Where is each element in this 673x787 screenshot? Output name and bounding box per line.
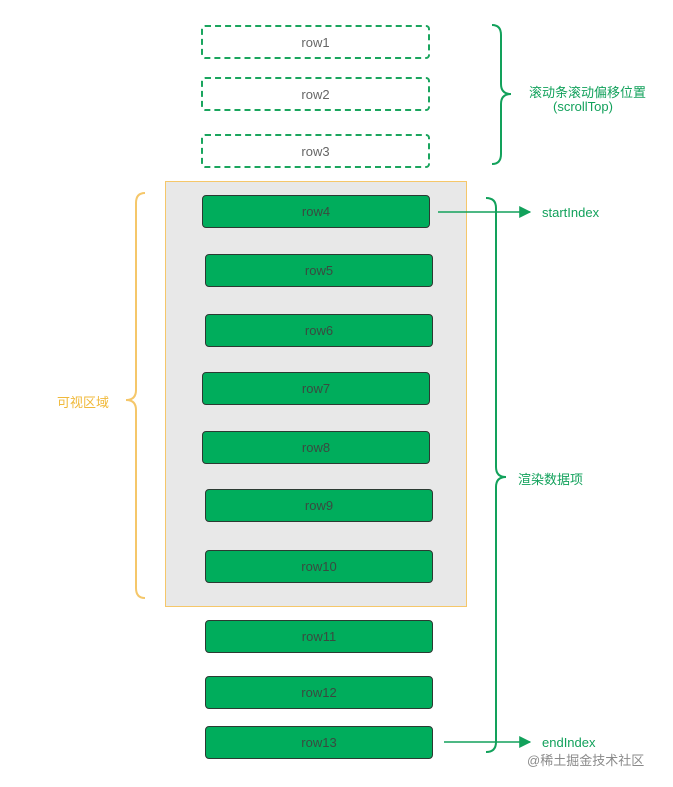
row-rendered: row6 <box>205 314 433 347</box>
row-rendered: row7 <box>202 372 430 405</box>
visible-area-brace <box>125 192 146 599</box>
row-rendered: row4 <box>202 195 430 228</box>
row-rendered: row13 <box>205 726 433 759</box>
rendered-items-brace <box>485 197 507 753</box>
row-rendered: row11 <box>205 620 433 653</box>
end-index-label: endIndex <box>542 735 596 750</box>
row-scrolled-out: row1 <box>201 25 430 59</box>
row-rendered: row8 <box>202 431 430 464</box>
row-rendered: row5 <box>205 254 433 287</box>
row-scrolled-out: row3 <box>201 134 430 168</box>
watermark: @稀土掘金技术社区 <box>527 753 645 768</box>
start-index-label: startIndex <box>542 205 600 220</box>
row-rendered: row9 <box>205 489 433 522</box>
scroll-offset-brace <box>491 24 512 165</box>
scroll-top-label: (scrollTop) <box>553 99 613 114</box>
rendered-items-label: 渲染数据项 <box>518 472 584 487</box>
row-rendered: row10 <box>205 550 433 583</box>
row-scrolled-out: row2 <box>201 77 430 111</box>
row-rendered: row12 <box>205 676 433 709</box>
visible-area-label: 可视区域 <box>57 395 110 410</box>
scroll-offset-label: 滚动条滚动偏移位置 <box>529 85 647 100</box>
